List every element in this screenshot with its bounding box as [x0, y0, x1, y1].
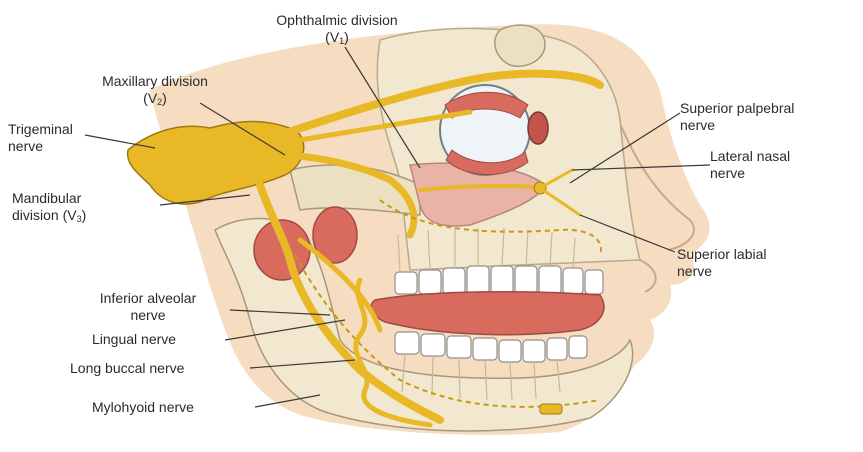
label-mylohyoid-nerve: Mylohyoid nerve — [92, 399, 194, 416]
label-inferior-alveolar-nerve: Inferior alveolar nerve — [58, 290, 238, 324]
label-mandibular-line1: Mandibular — [12, 190, 86, 207]
label-ophthalmic-line2: (V1) — [237, 29, 437, 50]
label-superior-palpebral-line2: nerve — [680, 117, 794, 134]
label-maxillary-line1: Maxillary division — [70, 73, 240, 90]
label-lingual-nerve: Lingual nerve — [92, 331, 176, 348]
label-mylohyoid-line1: Mylohyoid nerve — [92, 399, 194, 416]
label-trigeminal-line1: Trigeminal — [8, 121, 73, 138]
label-superior-labial-line2: nerve — [677, 263, 767, 280]
label-lingual-line1: Lingual nerve — [92, 331, 176, 348]
label-lateral-nasal-line1: Lateral nasal — [710, 148, 790, 165]
label-ophthalmic-line1: Ophthalmic division — [237, 12, 437, 29]
upper-teeth — [395, 266, 603, 294]
label-lateral-nasal-nerve: Lateral nasal nerve — [710, 148, 790, 182]
label-lateral-nasal-line2: nerve — [710, 165, 790, 182]
label-superior-palpebral-line1: Superior palpebral — [680, 100, 794, 117]
label-mandibular-division: Mandibular division (V3) — [12, 190, 86, 228]
label-inferior-alveolar-line2: nerve — [58, 307, 238, 324]
label-mandibular-line2: division (V3) — [12, 207, 86, 228]
label-superior-palpebral-nerve: Superior palpebral nerve — [680, 100, 794, 134]
label-ophthalmic-division: Ophthalmic division (V1) — [237, 12, 437, 50]
label-superior-labial-line1: Superior labial — [677, 246, 767, 263]
label-trigeminal-nerve: Trigeminal nerve — [8, 121, 73, 155]
label-long-buccal-nerve: Long buccal nerve — [70, 360, 184, 377]
label-superior-labial-nerve: Superior labial nerve — [677, 246, 767, 280]
label-maxillary-line2: (V2) — [70, 90, 240, 111]
mental-foramen — [540, 404, 562, 414]
eye-lens — [528, 112, 548, 144]
label-long-buccal-line1: Long buccal nerve — [70, 360, 184, 377]
label-maxillary-division: Maxillary division (V2) — [70, 73, 240, 111]
label-trigeminal-line2: nerve — [8, 138, 73, 155]
frontal-bone — [495, 25, 545, 66]
label-inferior-alveolar-line1: Inferior alveolar — [58, 290, 238, 307]
